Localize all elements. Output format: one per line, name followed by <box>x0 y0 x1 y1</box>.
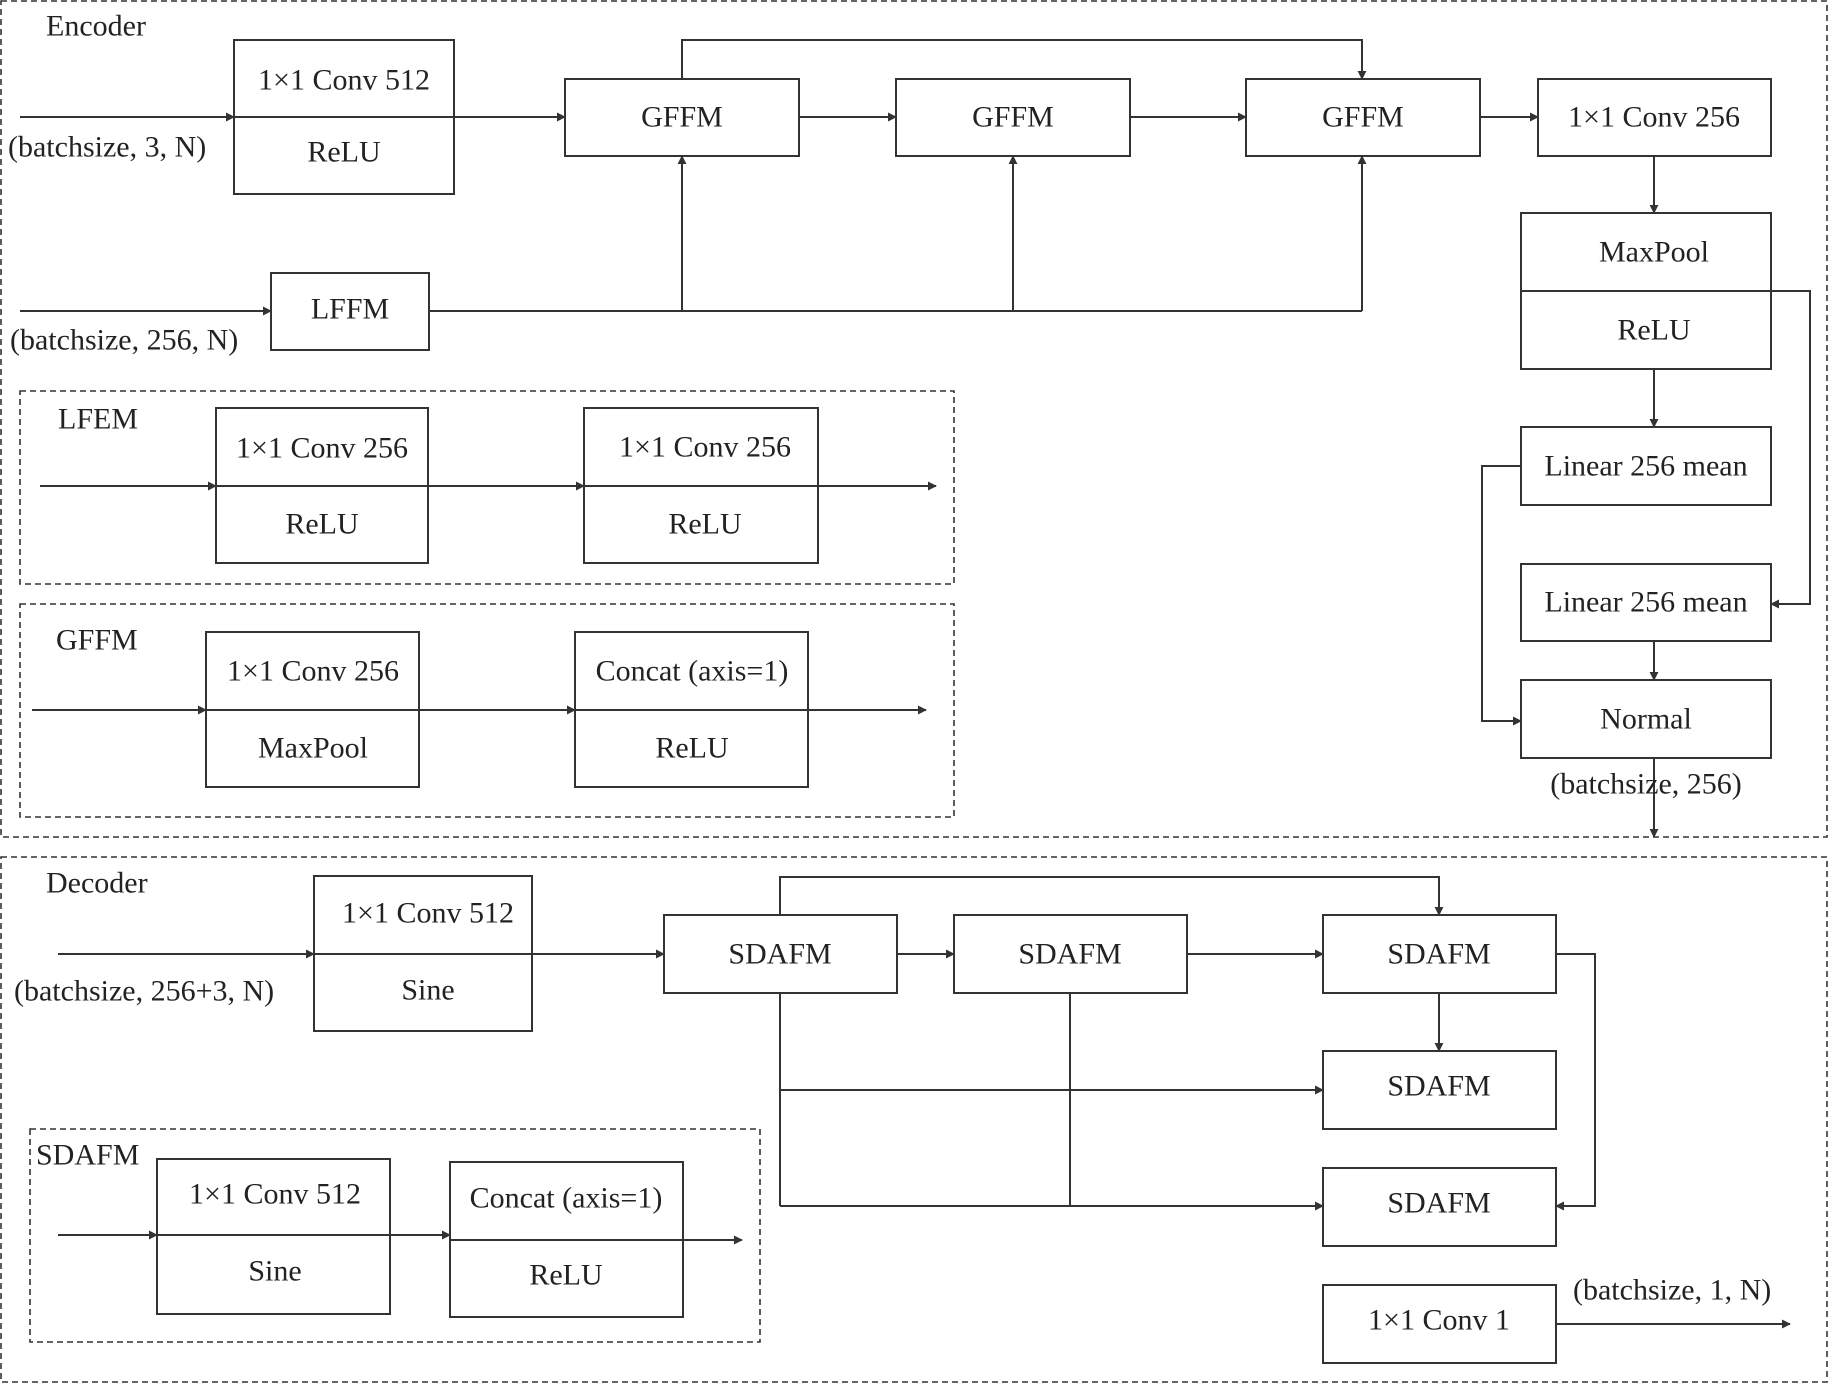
lfem-block-1-top-label: 1×1 Conv 256 <box>236 432 408 465</box>
decoder-sdafm-2: SDAFM <box>953 914 1188 994</box>
encoder-gffm-2-label: GFFM <box>972 101 1054 134</box>
decoder-sdafm-2-label: SDAFM <box>1018 938 1121 971</box>
encoder-linear-1: Linear 256 mean <box>1520 426 1772 506</box>
encoder-maxpool-relu-label: ReLU <box>1617 314 1691 347</box>
lfem-block-1-bottom-label: ReLU <box>285 508 359 541</box>
decoder-conv1-label: 1×1 Conv 1 <box>1368 1304 1510 1337</box>
decoder-conv512-label: 1×1 Conv 512 <box>342 897 514 930</box>
decoder-title: Decoder <box>46 867 148 900</box>
lfem-block-2-top-label: 1×1 Conv 256 <box>619 431 791 464</box>
gffm-detail-title: GFFM <box>56 624 138 657</box>
gffm-detail-block-1-top-label: 1×1 Conv 256 <box>227 655 399 688</box>
decoder-sine-label: Sine <box>401 974 454 1007</box>
decoder-sdafm-4-label: SDAFM <box>1387 1070 1490 1103</box>
decoder-sdafm-5: SDAFM <box>1322 1167 1557 1247</box>
sdafm-detail-block-2-top-label: Concat (axis=1) <box>470 1182 663 1215</box>
gffm-detail-block-1: 1×1 Conv 256 MaxPool <box>205 631 420 788</box>
lfem-detail-frame <box>19 390 955 585</box>
encoder-maxpool-relu-block: MaxPool ReLU <box>1520 212 1772 370</box>
lfem-title: LFEM <box>58 403 138 436</box>
sdafm-detail-block-1-top-label: 1×1 Conv 512 <box>189 1178 361 1211</box>
encoder-gffm-1-label: GFFM <box>641 101 723 134</box>
decoder-sdafm-4: SDAFM <box>1322 1050 1557 1130</box>
sdafm-detail-frame <box>29 1128 761 1343</box>
encoder-linear-1-label: Linear 256 mean <box>1544 450 1747 483</box>
gffm-detail-block-2-bottom-label: ReLU <box>655 732 729 765</box>
gffm-detail-block-2: Concat (axis=1) ReLU <box>574 631 809 788</box>
sdafm-detail-block-2: Concat (axis=1) ReLU <box>449 1161 684 1318</box>
decoder-sdafm-3: SDAFM <box>1322 914 1557 994</box>
encoder-input-2-label: (batchsize, 256, N) <box>10 324 238 357</box>
encoder-gffm-2: GFFM <box>895 78 1131 157</box>
sdafm3-to-sdafm5-arrow <box>1555 953 1596 1211</box>
decoder-conv512-block: 1×1 Conv 512 Sine <box>313 875 533 1032</box>
decoder-sdafm-1-label: SDAFM <box>728 938 831 971</box>
encoder-gffm-3: GFFM <box>1245 78 1481 157</box>
decoder-sdafm-5-label: SDAFM <box>1387 1187 1490 1220</box>
encoder-maxpool-label: MaxPool <box>1599 236 1709 269</box>
encoder-conv256-block: 1×1 Conv 256 <box>1537 78 1772 157</box>
gffm-detail-block-2-top-label: Concat (axis=1) <box>596 655 789 688</box>
decoder-sdafm-1: SDAFM <box>663 914 898 994</box>
sdafm-detail-block-2-bottom-label: ReLU <box>529 1259 603 1292</box>
encoder-lffm: LFFM <box>270 272 430 351</box>
encoder-relu-label: ReLU <box>307 136 381 169</box>
gffm-detail-block-1-bottom-label: MaxPool <box>258 732 368 765</box>
gffm1-to-gffm3-skip-arrow <box>681 39 1367 80</box>
sdafm-detail-title: SDAFM <box>36 1139 139 1172</box>
encoder-title: Encoder <box>46 10 146 43</box>
encoder-normal-label: Normal <box>1600 703 1692 736</box>
encoder-conv512-label: 1×1 Conv 512 <box>258 64 430 97</box>
decoder-conv1-block: 1×1 Conv 1 <box>1322 1284 1557 1364</box>
lfem-block-2-bottom-label: ReLU <box>668 508 742 541</box>
encoder-lffm-label: LFFM <box>311 293 389 326</box>
encoder-frame <box>0 0 1828 838</box>
encoder-linear-2-label: Linear 256 mean <box>1544 586 1747 619</box>
encoder-linear-2: Linear 256 mean <box>1520 563 1772 642</box>
decoder-frame <box>0 856 1828 1383</box>
decoder-sdafm-3-label: SDAFM <box>1387 938 1490 971</box>
encoder-conv512-block: 1×1 Conv 512 ReLU <box>233 39 455 195</box>
encoder-normal: Normal <box>1520 679 1772 759</box>
linear1-to-normal-arrow <box>1481 465 1522 726</box>
encoder-gffm-1: GFFM <box>564 78 800 157</box>
encoder-conv256-label: 1×1 Conv 256 <box>1568 101 1740 134</box>
lfem-block-2: 1×1 Conv 256 ReLU <box>583 407 819 564</box>
decoder-output-label: (batchsize, 1, N) <box>1573 1274 1771 1307</box>
maxpool-to-linear2-arrow <box>1770 290 1811 609</box>
encoder-gffm-3-label: GFFM <box>1322 101 1404 134</box>
decoder-input-label: (batchsize, 256+3, N) <box>14 975 274 1008</box>
gffm-detail-frame <box>19 603 955 818</box>
encoder-output-label: (batchsize, 256) <box>1550 768 1742 801</box>
sdafm-detail-block-1: 1×1 Conv 512 Sine <box>156 1158 391 1315</box>
sdafm1-to-sdafm3-skip-arrow <box>779 876 1444 916</box>
sdafm-detail-block-1-bottom-label: Sine <box>248 1255 301 1288</box>
lfem-block-1: 1×1 Conv 256 ReLU <box>215 407 429 564</box>
encoder-input-1-label: (batchsize, 3, N) <box>8 131 206 164</box>
